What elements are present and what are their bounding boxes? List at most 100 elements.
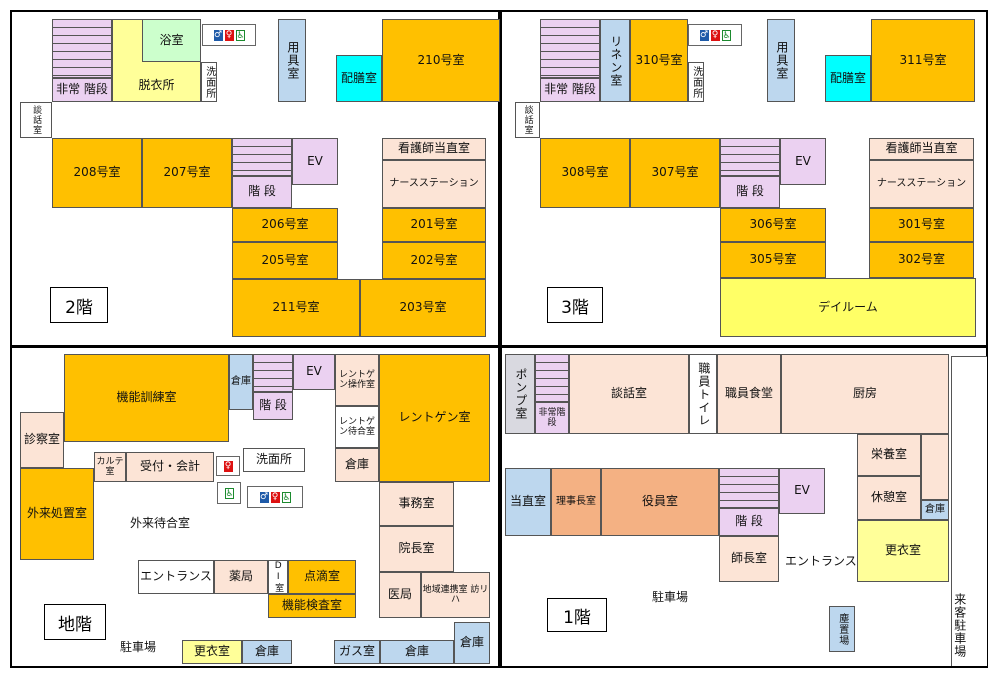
changing-room-1f: 更衣室	[857, 520, 949, 582]
floor-label-1f: 1階	[547, 598, 607, 632]
parking-1f: 駐車場	[652, 590, 689, 604]
changing-room-b: 更衣室	[182, 640, 242, 664]
floor-label-3f: 3階	[547, 287, 603, 323]
floor-2-panel: 非常 階段 浴室 脱衣所 浴室 ♂ ♀ ♿ 洗面所 用具室 配膳室 210号室 …	[10, 10, 500, 347]
pantry-2f: 配膳室	[336, 55, 382, 102]
staff-dining: 職員食堂	[717, 354, 781, 434]
storage-room-3f: 用具室	[767, 19, 795, 102]
director-room: 院長室	[379, 526, 454, 572]
stairs-label-1f: 階 段	[719, 508, 779, 536]
wheelchair-icon: ♿	[721, 29, 731, 41]
kitchen: 厨房	[781, 354, 949, 434]
elevator-3f: EV	[780, 138, 826, 185]
consultation-room-1f: 談話室	[569, 354, 689, 434]
floor-basement-panel: 機能訓練室 診察室 外来処置室 倉庫 階 段 EV レントゲン操作室 レントゲン…	[10, 346, 500, 668]
outpatient-waiting-room: 外来待合室	[130, 516, 191, 530]
stairs-2f	[232, 138, 292, 176]
emergency-stairs-1f	[535, 354, 569, 402]
restroom-male-icon: ♂	[213, 29, 223, 41]
room-308: 308号室	[540, 138, 630, 208]
floor-1-panel: ポンプ室 非常階段 談話室 職員トイレ 職員食堂 厨房 栄養室 休憩室 倉庫 当…	[500, 346, 988, 668]
room-307: 307号室	[630, 138, 720, 208]
room-311: 311号室	[871, 19, 975, 102]
restroom-female-icon: ♀	[710, 29, 720, 41]
room-207: 207号室	[142, 138, 232, 208]
elevator-1f: EV	[779, 468, 825, 514]
nutrition-room: 栄養室	[857, 434, 921, 476]
washroom-b: 洗面所	[243, 448, 305, 472]
stairs-label-3f: 階 段	[720, 176, 780, 208]
emergency-stairs-label-1f: 非常階段	[535, 402, 569, 434]
storage-b4: 倉庫	[380, 640, 454, 664]
gas-room: ガス室	[334, 640, 380, 664]
room-301: 301号室	[869, 208, 974, 242]
stairs-3f	[720, 138, 780, 176]
executive-room: 役員室	[601, 468, 719, 536]
restroom-female-b: ♀	[216, 456, 240, 476]
xray-operation-room: レントゲン操作室	[335, 354, 379, 406]
entrance-b: エントランス	[138, 560, 214, 594]
rest-room: 休憩室	[857, 476, 921, 520]
nurse-station-2f: ナースステーション	[382, 160, 486, 208]
xray-waiting-room: レントゲン待合室	[335, 406, 379, 448]
room-206: 206号室	[232, 208, 338, 242]
medical-office: 医局	[379, 572, 421, 618]
head-nurse-room: 師長室	[719, 536, 779, 582]
regional-liaison-room: 地域連携室 訪リハ	[421, 572, 490, 618]
room-202: 202号室	[382, 242, 486, 279]
emergency-stairs-3f	[540, 19, 600, 78]
wheelchair-icon: ♿	[235, 29, 245, 41]
room-306: 306号室	[720, 208, 826, 242]
examination-room: 診察室	[20, 412, 64, 468]
room-210: 210号室	[382, 19, 500, 102]
washroom-2f: 洗面所	[201, 62, 217, 102]
storage-b5: 倉庫	[454, 622, 490, 664]
drip-room: 点滴室	[288, 560, 356, 594]
linen-room-3f: リネン室	[600, 19, 630, 102]
reception-cashier: 受付・会計	[126, 452, 214, 482]
emergency-stairs-label-2f: 非常 階段	[52, 78, 112, 102]
duty-room: 当直室	[505, 468, 551, 536]
restroom-male-icon: ♂	[259, 491, 269, 503]
floor-3-panel: 非常 階段 リネン室 310号室 ♂ ♀ ♿ 洗面所 用具室 配膳室 311号室…	[500, 10, 988, 347]
stairs-label-2f: 階 段	[232, 176, 292, 208]
floor-label-2f: 2階	[50, 287, 108, 323]
room-205: 205号室	[232, 242, 338, 279]
outpatient-treatment-room: 外来処置室	[20, 468, 94, 560]
restroom-female-icon: ♀	[223, 460, 233, 472]
staff-toilet: 職員トイレ	[689, 354, 717, 434]
restroom-female-icon: ♀	[270, 491, 280, 503]
rehabilitation-room: 機能訓練室	[64, 354, 229, 442]
nurse-duty-room-3f: 看護師当直室	[869, 138, 974, 160]
elevator-b: EV	[293, 354, 335, 390]
storage-room-2f: 用具室	[278, 19, 306, 102]
storage-b1: 倉庫	[229, 354, 253, 410]
function-test-room: 機能検査室	[268, 594, 356, 618]
washroom-3f: 洗面所	[688, 62, 704, 102]
entrance-1f: エントランス	[785, 554, 857, 568]
waste-storage: 塵置場	[829, 606, 855, 652]
room-208: 208号室	[52, 138, 142, 208]
room-211: 211号室	[232, 279, 360, 337]
emergency-stairs-label-3f: 非常 階段	[540, 78, 600, 102]
dayroom-3f: デイルーム	[720, 278, 976, 337]
elevator-2f: EV	[292, 138, 338, 185]
xray-room: レントゲン室	[379, 354, 490, 482]
karte-room: カルテ室	[94, 452, 126, 482]
storage-b2: 倉庫	[335, 448, 379, 482]
nurse-station-3f: ナースステーション	[869, 160, 974, 208]
bathroom-2f-overlay: 浴室	[142, 19, 201, 62]
di-room: DI室	[268, 560, 288, 594]
consultation-room-2f: 談話室	[20, 102, 52, 138]
pump-room: ポンプ室	[505, 354, 535, 434]
visitor-parking: 来客駐車場	[951, 356, 987, 666]
room-302: 302号室	[869, 242, 974, 278]
nurse-duty-room-2f: 看護師当直室	[382, 138, 486, 160]
wheelchair-icon: ♿	[224, 487, 234, 499]
chairman-room: 理事長室	[551, 468, 601, 536]
emergency-stairs-2f	[52, 19, 112, 78]
office-room: 事務室	[379, 482, 454, 526]
room-305: 305号室	[720, 242, 826, 278]
consultation-room-3f: 談話室	[515, 102, 540, 138]
